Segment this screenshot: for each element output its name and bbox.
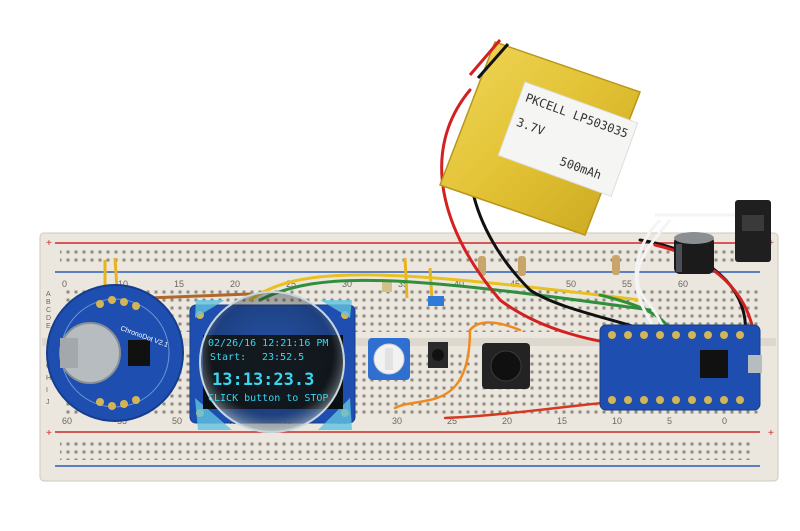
column-number: 10 [612, 416, 622, 426]
column-number: 10 [118, 279, 128, 289]
column-number: 0 [722, 416, 727, 426]
rtc-chip [128, 340, 150, 366]
oled-start-label: Start: [210, 352, 246, 363]
oled-instruction: CLICK button to STOP [208, 393, 328, 404]
usb-connector [748, 355, 762, 373]
oled-start-value: 23:52.5 [262, 352, 304, 363]
column-number: 35 [398, 279, 408, 289]
large-tactile-button [482, 343, 530, 389]
resistors [382, 255, 620, 292]
rail-plus-sign: + [46, 238, 52, 249]
row-letter: A [46, 291, 51, 298]
column-number: 55 [622, 279, 632, 289]
rail-plus-sign: + [768, 428, 774, 439]
column-number: 60 [62, 416, 72, 426]
potentiometer [368, 338, 410, 380]
column-number: 20 [230, 279, 240, 289]
column-number: 25 [286, 279, 296, 289]
mcu-chip [700, 350, 728, 378]
slide-switch [735, 200, 771, 262]
row-letter: B [46, 299, 51, 306]
column-number: 30 [392, 416, 402, 426]
column-number: 5 [667, 416, 672, 426]
column-number: 0 [62, 279, 67, 289]
rtc-chronodot-board: ChronoDot V2.1 [46, 284, 184, 422]
column-number: 50 [566, 279, 576, 289]
oled-timer-readout: 13:13:23.3 [212, 370, 314, 390]
column-number: 15 [557, 416, 567, 426]
column-number: 25 [447, 416, 457, 426]
column-number: 60 [678, 279, 688, 289]
lipo-battery: PKCELL LP503035 3.7V 500mAh [439, 39, 641, 236]
electrolytic-capacitor [674, 232, 714, 274]
magnifier-dome [199, 291, 345, 433]
row-letter: E [46, 323, 51, 330]
row-letter: D [46, 315, 51, 322]
rail-plus-sign: + [46, 428, 52, 439]
column-number: 40 [454, 279, 464, 289]
row-letter: H [46, 375, 51, 382]
small-blue-component [428, 296, 444, 306]
oled-date-line: 02/26/16 12:21:16 PM [208, 338, 328, 349]
small-tactile-button [428, 342, 448, 368]
microcontroller-board [599, 324, 762, 411]
row-letter: I [46, 387, 48, 394]
column-number: 20 [502, 416, 512, 426]
row-letter: J [46, 399, 50, 406]
oled-display-module: 02/26/16 12:21:16 PM Start: 23:52.5 13:1… [189, 291, 356, 433]
column-number: 50 [172, 416, 182, 426]
column-number: 30 [342, 279, 352, 289]
row-letter: C [46, 307, 51, 314]
column-number: 15 [174, 279, 184, 289]
